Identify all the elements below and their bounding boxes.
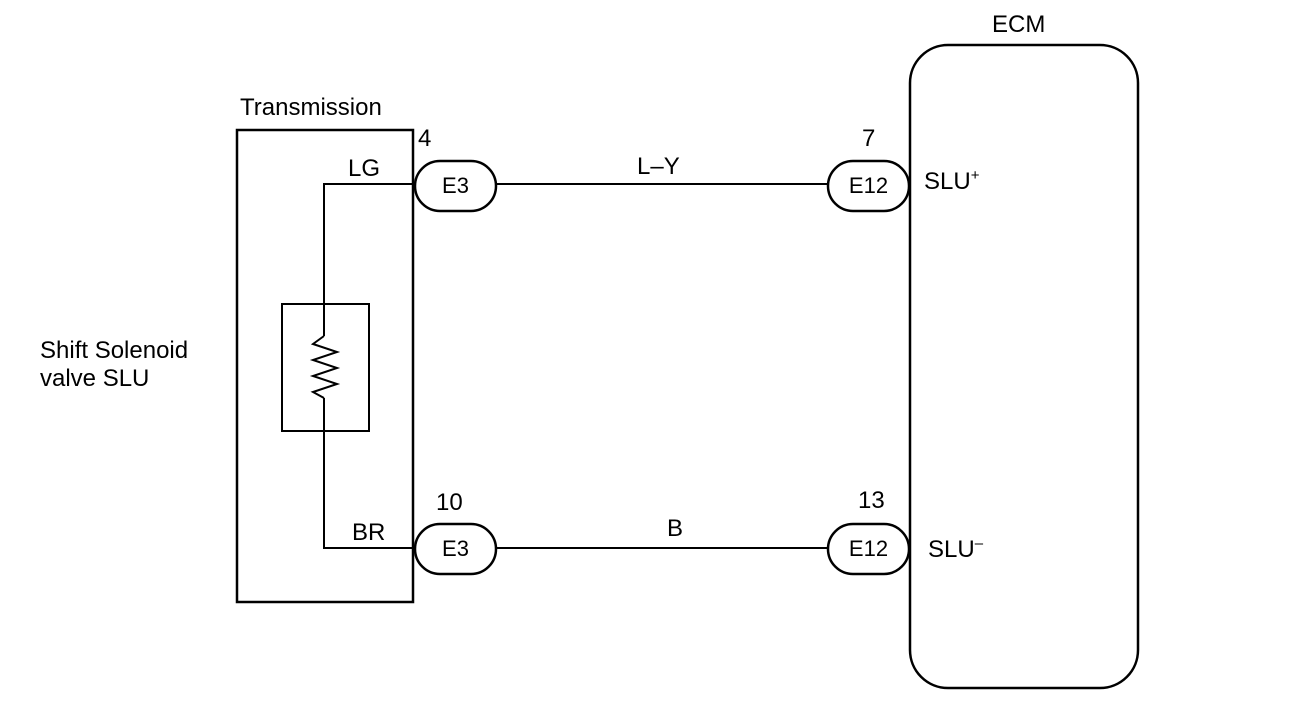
ecm-terminal-upper: SLU+: [924, 168, 979, 194]
solenoid-label: Shift Solenoid valve SLU: [40, 337, 188, 394]
pin-number-ecm-lower: 13: [858, 487, 885, 514]
ecm-terminal-upper-sign: +: [970, 167, 980, 184]
pin-number-trans-lower: 10: [436, 489, 463, 516]
connector-e3-lower: [413, 522, 498, 576]
transmission-box: [235, 128, 415, 604]
wire-color-harness-upper: L–Y: [637, 153, 680, 180]
connector-e3-upper: [413, 159, 498, 213]
connector-label-e3-upper: E3: [442, 173, 469, 198]
wire-color-trans-upper: LG: [348, 155, 381, 182]
ecm-terminal-lower-sign: –: [974, 535, 984, 552]
wire-color-harness-lower: B: [667, 515, 684, 542]
ecm-terminal-upper-name: SLU: [924, 168, 971, 195]
ecm-terminal-lower-name: SLU: [928, 536, 975, 563]
connector-label-e12-lower: E12: [848, 536, 889, 561]
ecm-terminal-lower: SLU–: [928, 536, 983, 562]
transmission-title: Transmission: [240, 94, 382, 121]
connector-label-e3-lower: E3: [442, 536, 469, 561]
coil-icon: [309, 335, 341, 399]
connector-e12-upper: [826, 159, 911, 213]
wire-color-trans-lower: BR: [352, 519, 386, 546]
ecm-title: ECM: [992, 11, 1046, 38]
solenoid-label-line2: valve SLU: [40, 365, 150, 393]
connector-e12-lower: [826, 522, 911, 576]
solenoid-wire-upper: [323, 183, 415, 336]
solenoid-label-line1: Shift Solenoid: [40, 337, 189, 364]
solenoid-body: [281, 303, 370, 432]
solenoid-wire-lower: [323, 398, 415, 549]
pin-number-ecm-upper: 7: [862, 125, 876, 152]
pin-number-trans-upper: 4: [418, 125, 432, 152]
ecm-box: [908, 43, 1140, 690]
connector-label-e12-upper: E12: [848, 173, 889, 198]
